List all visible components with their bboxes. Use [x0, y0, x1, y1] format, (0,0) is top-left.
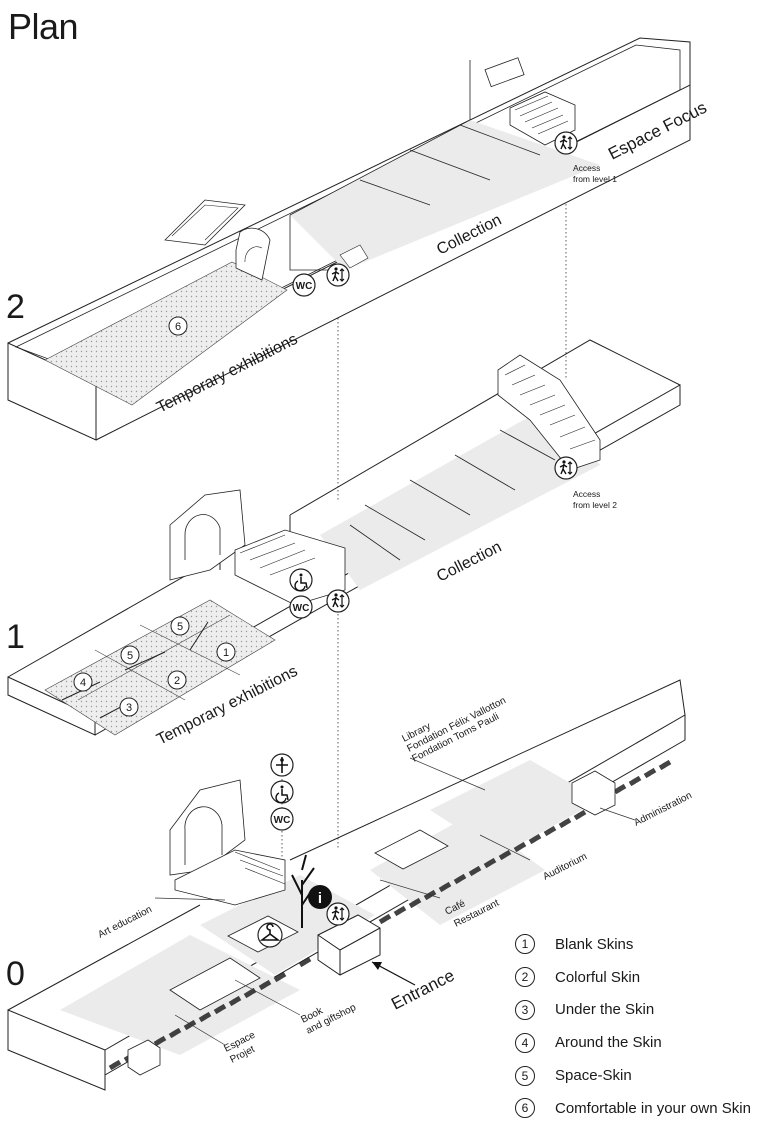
level-0-number: 0 [6, 955, 25, 993]
level-1-access-label: Access [573, 489, 600, 499]
page-title: Plan [8, 6, 79, 47]
room-2-badge: 2 [167, 670, 187, 690]
espace-projet-label: Espace Projet [222, 1030, 257, 1066]
legend-number-badge: 1 [515, 934, 535, 955]
svg-text:WC: WC [293, 603, 310, 614]
room-5-badge: 5 [170, 616, 190, 636]
auditorium-label: Auditorium [541, 851, 589, 883]
accessible-icon [289, 568, 313, 592]
wc-icon: WC [289, 595, 313, 619]
level-1-collection-area [320, 405, 600, 590]
svg-text:4: 4 [80, 677, 86, 689]
book-giftshop-label: Book and giftshop [299, 1002, 358, 1037]
level-2-access-label: Access [573, 163, 600, 173]
legend-label: Space-Skin [555, 1067, 632, 1085]
svg-text:5: 5 [127, 650, 133, 662]
legend-number-badge: 4 [515, 1032, 535, 1053]
svg-text:1: 1 [223, 647, 229, 659]
library-label: Library Fondation Félix Vallotton Fondat… [400, 695, 507, 764]
legend-label: Blank Skins [555, 935, 634, 953]
level-2-floor [7, 37, 691, 441]
level-1-access-sublabel: from level 2 [573, 500, 617, 510]
baby-changing-icon [270, 753, 294, 777]
cloakroom-icon [257, 922, 283, 948]
svg-text:5: 5 [177, 621, 183, 633]
wc-icon: WC [270, 807, 294, 831]
legend-item: 5 Space-Skin [515, 1059, 768, 1092]
legend-number-badge: 5 [515, 1065, 535, 1086]
room-4-badge: 4 [73, 672, 93, 692]
svg-text:6: 6 [175, 321, 181, 333]
legend-label: Around the Skin [555, 1034, 662, 1052]
legend-number-badge: 3 [515, 999, 535, 1020]
elevator-icon [554, 456, 578, 480]
elevator-icon [326, 589, 350, 613]
room-6-badge: 6 [168, 316, 188, 336]
legend-item: 2 Colorful Skin [515, 961, 768, 994]
room-6-area [44, 261, 288, 406]
room-3-badge: 3 [119, 697, 139, 717]
legend-item: 1 Blank Skins [515, 928, 768, 961]
svg-text:WC: WC [274, 815, 291, 826]
level-1-number: 1 [6, 618, 25, 656]
info-icon: i [308, 885, 332, 909]
legend-label: Comfortable in your own Skin [555, 1099, 751, 1117]
legend: 1 Blank Skins 2 Colorful Skin 3 Under th… [515, 928, 768, 1125]
legend-label: Under the Skin [555, 1001, 655, 1019]
administration-label: Administration [632, 790, 693, 829]
elevator-icon [326, 263, 350, 287]
legend-item: 4 Around the Skin [515, 1026, 768, 1059]
svg-text:i: i [318, 890, 322, 907]
room-5-badge: 5 [120, 645, 140, 665]
svg-text:3: 3 [126, 702, 132, 714]
level-0-floor [7, 679, 686, 1091]
level-2-number: 2 [6, 288, 25, 326]
legend-number-badge: 6 [515, 1098, 535, 1119]
entrance-label: Entrance [388, 966, 457, 1014]
level-2-collection-area [290, 120, 600, 270]
svg-text:WC: WC [296, 281, 313, 292]
level-1-rooms: 5 5 1 4 2 3 [73, 616, 236, 717]
level-2-access-sublabel: from level 1 [573, 174, 617, 184]
elevator-icon [326, 902, 350, 926]
legend-item: 3 Under the Skin [515, 994, 768, 1027]
wc-icon: WC [292, 273, 316, 297]
svg-text:2: 2 [174, 675, 180, 687]
legend-label: Colorful Skin [555, 968, 641, 986]
legend-number-badge: 2 [515, 967, 535, 988]
level-1-floor [7, 339, 681, 736]
temporary-rooms-area [44, 599, 276, 736]
room-1-badge: 1 [216, 642, 236, 662]
accessible-icon [270, 780, 294, 804]
legend-item: 6 Comfortable in your own Skin [515, 1092, 768, 1125]
elevator-icon [554, 131, 578, 155]
